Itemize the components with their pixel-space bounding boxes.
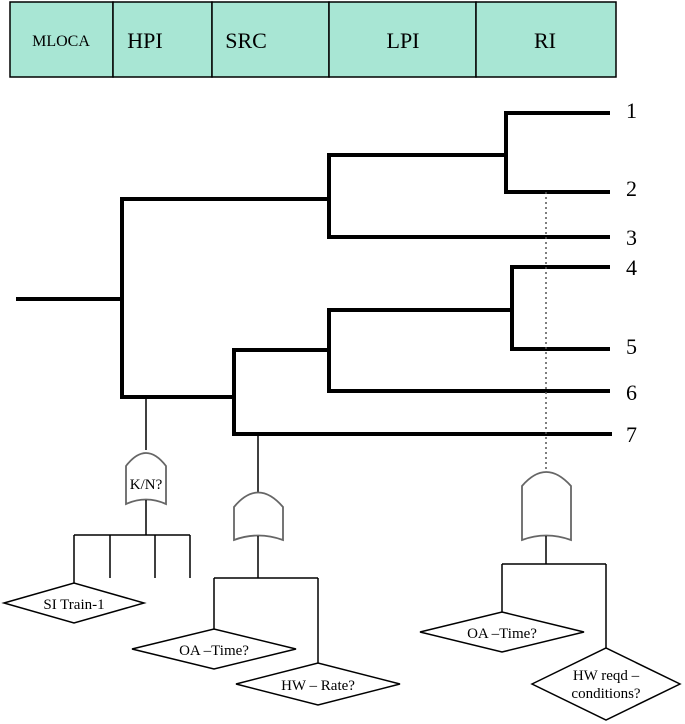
header-cell-lpi bbox=[328, 1, 477, 78]
outcome-7: 7 bbox=[626, 422, 637, 447]
outcome-6: 6 bbox=[626, 380, 637, 405]
hpi-or-gate bbox=[125, 452, 167, 506]
src-oa-time-label: OA –Time? bbox=[179, 643, 249, 659]
ri-hw-label-line1: HW reqd – bbox=[573, 668, 640, 684]
header-label-ri: RI bbox=[534, 28, 556, 53]
hpi-fault-tree: K/N? SI Train-1 bbox=[1, 397, 191, 624]
src-hw-rate-diamond bbox=[235, 662, 401, 706]
outcome-2: 2 bbox=[626, 176, 637, 201]
outcome-numbers: 1 2 3 4 5 6 7 bbox=[626, 98, 637, 447]
header-label-mloca: MLOCA bbox=[32, 33, 90, 50]
ri-or-gate bbox=[521, 471, 572, 542]
header-cell-mloca bbox=[9, 1, 114, 78]
outcome-4: 4 bbox=[626, 255, 637, 280]
header-label-hpi: HPI bbox=[127, 28, 162, 53]
ri-hw-diamond bbox=[530, 647, 682, 721]
ri-oa-time-diamond bbox=[419, 611, 585, 653]
ri-oa-time-label: OA –Time? bbox=[467, 626, 537, 642]
si-train-diamond bbox=[1, 582, 147, 624]
ri-fault-tree: OA –Time? HW reqd – conditions? bbox=[419, 192, 682, 721]
outcome-5: 5 bbox=[626, 334, 637, 359]
hpi-gate-label: K/N? bbox=[130, 477, 163, 493]
header-label-src: SRC bbox=[225, 28, 267, 53]
header-bar: MLOCA HPI SRC LPI RI bbox=[9, 1, 617, 78]
header-cell-ri bbox=[475, 1, 617, 78]
src-or-gate bbox=[233, 491, 284, 542]
si-train-label: SI Train-1 bbox=[43, 597, 104, 613]
header-label-lpi: LPI bbox=[387, 28, 420, 53]
src-oa-time-diamond bbox=[131, 628, 297, 670]
header-cell-src bbox=[211, 1, 330, 78]
event-tree-branches bbox=[16, 111, 612, 436]
outcome-1: 1 bbox=[626, 98, 637, 123]
src-hw-rate-label: HW – Rate? bbox=[281, 678, 355, 694]
header-cell-hpi bbox=[112, 1, 213, 78]
outcome-3: 3 bbox=[626, 225, 637, 250]
ri-hw-label-line2: conditions? bbox=[571, 686, 640, 702]
src-fault-tree: OA –Time? HW – Rate? bbox=[131, 434, 401, 706]
